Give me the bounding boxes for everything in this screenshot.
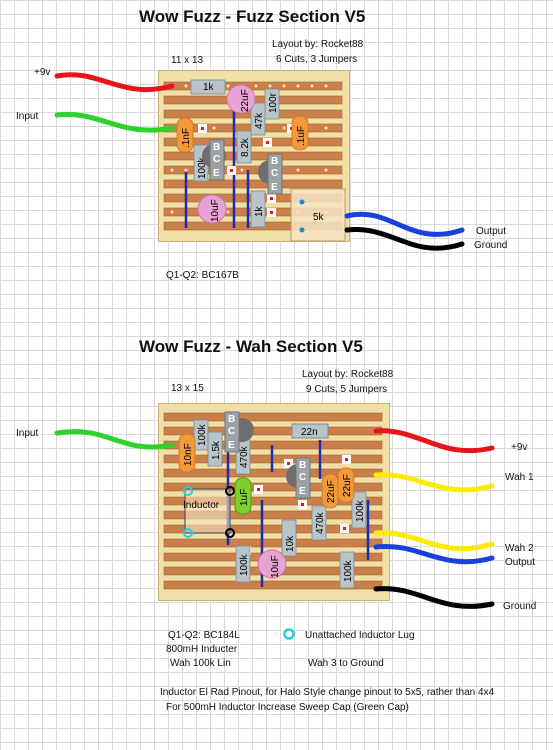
wah-inductor-note: 800mH Inducter bbox=[166, 644, 238, 655]
fuzz-label-1nf: .1nF bbox=[181, 128, 192, 148]
fuzz-wire-ground bbox=[344, 227, 465, 251]
fuzz-label-1k: 1k bbox=[203, 82, 215, 93]
wah-wah3-note: Wah 3 to Ground bbox=[308, 658, 384, 669]
fuzz-wire-9v bbox=[54, 72, 175, 93]
wah-legend-lug: Unattached Inductor Lug bbox=[305, 630, 415, 641]
fuzz-label-10uf: 10uF bbox=[210, 199, 221, 222]
fuzz-resistor-8k2 bbox=[236, 130, 252, 164]
fuzz-label-47k: 47k bbox=[254, 112, 265, 129]
wah-wire-wah1 bbox=[373, 472, 495, 493]
fuzz-track-cuts bbox=[198, 124, 296, 217]
wah-wah2-label: Wah 2 bbox=[505, 543, 534, 554]
fuzz-transistor-q2: B C E bbox=[258, 153, 283, 195]
wah-cuts-jumpers: 9 Cuts, 5 Jumpers bbox=[306, 384, 388, 395]
fuzz-ground-label: Ground bbox=[474, 240, 508, 251]
wah-stripboard bbox=[158, 403, 390, 601]
wah-transistor-note: Q1-Q2: BC184L bbox=[168, 630, 240, 641]
fuzz-layout-drawing: 5k 1k 100r 47k 8.2k 100k 1k .1nF .1uF 22… bbox=[54, 72, 465, 251]
svg-text:C: C bbox=[271, 168, 278, 179]
fuzz-wire-input bbox=[54, 111, 175, 133]
wah-sweep-cap-note: For 500mH Inductor Increase Sweep Cap (G… bbox=[166, 702, 409, 713]
fuzz-title: Wow Fuzz - Fuzz Section V5 bbox=[139, 7, 366, 26]
fuzz-cap-10uf bbox=[197, 194, 227, 224]
fuzz-wire-output bbox=[344, 211, 465, 237]
fuzz-resistor-1k bbox=[190, 79, 226, 95]
fuzz-resistor-1k-b bbox=[250, 190, 266, 228]
wah-wire-output bbox=[373, 543, 495, 565]
wah-grid-size: 13 x 15 bbox=[171, 383, 204, 394]
wah-wire-input bbox=[54, 429, 175, 450]
wah-wire-9v bbox=[373, 428, 495, 454]
fuzz-label-22uf: 22uF bbox=[240, 89, 251, 112]
wah-inductor-pinout-note: Inductor El Rad Pinout, for Halo Style c… bbox=[160, 687, 495, 698]
wah-wah1-label: Wah 1 bbox=[505, 472, 534, 483]
wah-ground-label: Ground bbox=[503, 601, 537, 612]
fuzz-pot-5k bbox=[290, 188, 346, 242]
fuzz-layout-by: Layout by: Rocket88 bbox=[272, 39, 364, 50]
fuzz-9v-label: +9v bbox=[34, 67, 51, 78]
fuzz-output-label: Output bbox=[476, 226, 507, 237]
svg-text:B: B bbox=[271, 156, 278, 167]
svg-text:B: B bbox=[213, 142, 220, 153]
wah-layout-by: Layout by: Rocket88 bbox=[302, 369, 394, 380]
fuzz-pot-label: 5k bbox=[313, 212, 325, 223]
wah-9v-label: +9v bbox=[511, 442, 528, 453]
fuzz-cap-22uf bbox=[226, 84, 256, 114]
fuzz-transistor-q1: B C E bbox=[202, 139, 226, 181]
fuzz-input-label: Input bbox=[16, 111, 39, 122]
fuzz-label-1uf: .1uF bbox=[296, 126, 307, 146]
wah-input-label: Input bbox=[16, 428, 39, 439]
svg-text:E: E bbox=[271, 182, 278, 193]
wah-wire-ground bbox=[373, 586, 495, 609]
fuzz-transistor-note: Q1-Q2: BC167B bbox=[166, 270, 239, 281]
fuzz-label-8k2: 8.2k bbox=[240, 137, 251, 157]
fuzz-jumpers bbox=[184, 98, 250, 228]
wah-legend-lug-icon bbox=[283, 628, 295, 640]
wah-wire-wah2 bbox=[373, 530, 495, 552]
fuzz-label-100r: 100r bbox=[268, 92, 279, 113]
fuzz-grid-size: 11 x 13 bbox=[171, 55, 204, 66]
fuzz-cap-1nf bbox=[176, 117, 194, 153]
wah-pot-note: Wah 100k Lin bbox=[170, 658, 231, 669]
fuzz-label-1k-b: 1k bbox=[254, 205, 265, 217]
fuzz-cap-1uf bbox=[291, 115, 309, 151]
wah-output-label: Output bbox=[505, 557, 536, 568]
wah-title: Wow Fuzz - Wah Section V5 bbox=[139, 337, 363, 356]
fuzz-label-100k: 100k bbox=[197, 156, 208, 179]
svg-text:C: C bbox=[213, 154, 220, 165]
svg-text:E: E bbox=[213, 168, 220, 179]
fuzz-cuts-jumpers: 6 Cuts, 3 Jumpers bbox=[276, 54, 358, 65]
fuzz-resistor-47k bbox=[250, 102, 266, 136]
